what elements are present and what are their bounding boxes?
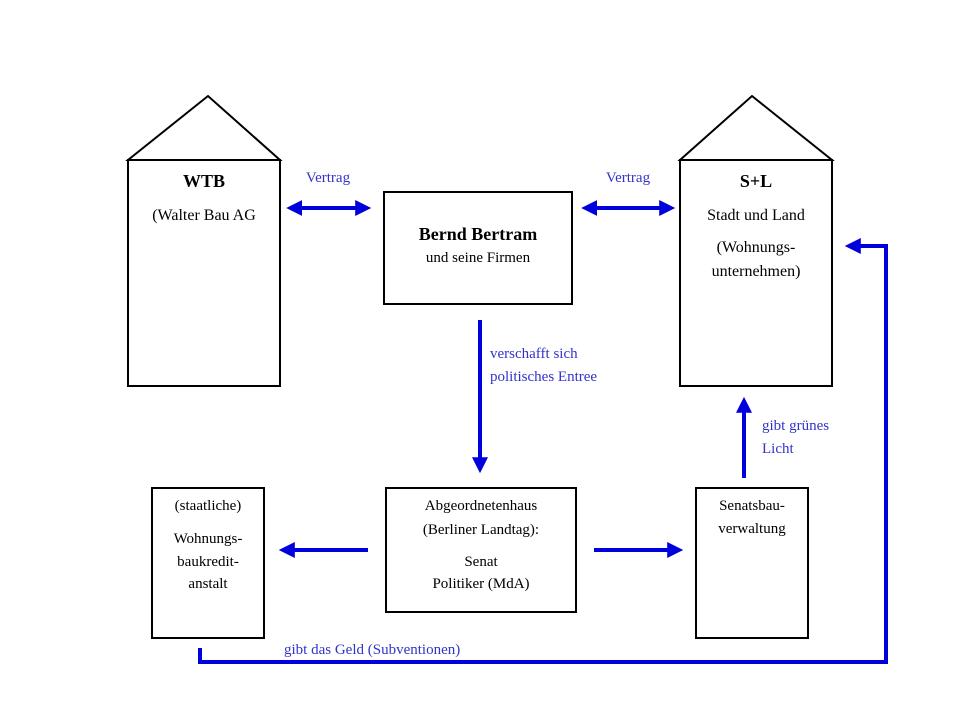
credit-box [151, 487, 265, 639]
credit-line4: anstalt [188, 576, 228, 592]
sl-title: S+L [740, 171, 772, 191]
parliament-node: Abgeordnetenhaus (Berliner Landtag): Sen… [385, 487, 577, 613]
vertrag-right-label: Vertrag [606, 170, 651, 186]
sl-roof [677, 94, 835, 161]
sl-line2: (Wohnungs- [717, 239, 796, 256]
entree-label-line2: politisches Entree [490, 369, 597, 385]
vertrag-left-label: Vertrag [306, 170, 351, 186]
wtb-line1: (Walter Bau AG [152, 207, 256, 224]
senate-node: Senatsbau- verwaltung [695, 487, 809, 639]
parliament-line1: Abgeordnetenhaus [425, 498, 538, 514]
credit-line2: Wohnungs- [174, 531, 243, 547]
green-light-label-line1: gibt grünes [762, 418, 829, 434]
money-flow-arrow [198, 238, 888, 664]
sl-house: S+L Stadt und Land (Wohnungs- unternehme… [677, 94, 835, 387]
entree-label-line1: verschafft sich [490, 346, 578, 362]
parliament-line2: (Berliner Landtag): [423, 522, 539, 538]
senate-box [695, 487, 809, 639]
senate-line1: Senatsbau- [719, 498, 785, 514]
bertram-title: Bernd Bertram [419, 224, 537, 244]
parliament-line3: Senat [464, 554, 498, 570]
credit-line1: (staatliche) [175, 498, 242, 514]
wtb-house: WTB (Walter Bau AG [125, 94, 283, 387]
senate-line2: verwaltung [718, 521, 786, 537]
wtb-roof [125, 94, 283, 161]
green-light-label-line2: Licht [762, 441, 794, 457]
credit-node: (staatliche) Wohnungs- baukredit- anstal… [151, 487, 265, 639]
bertram-node: Bernd Bertram und seine Firmen [383, 191, 573, 305]
sl-line3: unternehmen) [712, 263, 801, 280]
credit-line3: baukredit- [177, 554, 239, 570]
bertram-subtitle: und seine Firmen [426, 250, 531, 266]
sl-line1: Stadt und Land [707, 207, 805, 224]
sl-box [679, 159, 833, 387]
parliament-box [385, 487, 577, 613]
parliament-line4: Politiker (MdA) [432, 576, 529, 592]
wtb-box [127, 159, 281, 387]
money-label: gibt das Geld (Subventionen) [284, 642, 460, 658]
wtb-title: WTB [183, 171, 225, 191]
bertram-box [383, 191, 573, 305]
